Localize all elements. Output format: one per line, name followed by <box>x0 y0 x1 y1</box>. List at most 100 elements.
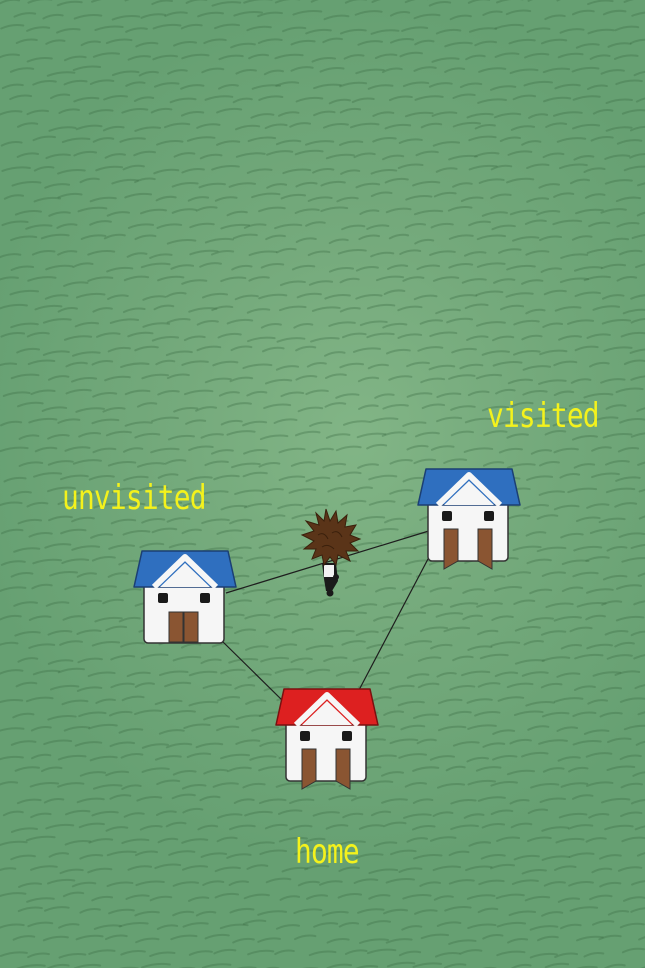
grass-stroke <box>482 461 505 467</box>
grass-stroke <box>157 501 183 507</box>
grass-stroke <box>383 602 409 608</box>
grass-stroke <box>197 11 225 18</box>
grass-stroke <box>242 471 268 478</box>
grass-stroke <box>553 447 579 454</box>
grass-stroke <box>587 699 609 705</box>
grass-stroke <box>186 752 212 759</box>
grass-stroke <box>164 11 188 17</box>
grass-stroke <box>257 910 288 916</box>
grass-stroke <box>368 868 399 875</box>
grass-stroke <box>452 121 481 128</box>
grass-stroke <box>509 68 539 75</box>
grass-stroke <box>499 136 521 143</box>
grass-stroke <box>0 892 27 898</box>
grass-stroke <box>496 0 524 4</box>
grass-stroke <box>220 504 248 511</box>
grass-stroke <box>429 250 456 256</box>
grass-stroke <box>26 331 50 338</box>
grass-stroke <box>169 97 197 104</box>
grass-stroke <box>30 389 56 396</box>
grass-stroke <box>357 515 386 522</box>
grass-stroke <box>476 234 507 241</box>
grass-stroke <box>258 206 286 213</box>
grass-stroke <box>25 835 56 842</box>
grass-stroke <box>10 740 37 746</box>
grass-stroke <box>0 698 24 704</box>
grass-stroke <box>459 949 483 955</box>
grass-stroke <box>511 879 539 885</box>
grass-stroke <box>27 952 50 959</box>
grass-stroke <box>195 910 217 917</box>
grass-stroke <box>572 711 597 718</box>
grass-stroke <box>79 177 100 184</box>
grass-stroke <box>9 94 33 101</box>
grass-stroke <box>92 137 115 143</box>
grass-stroke <box>91 418 120 425</box>
grass-stroke <box>251 726 280 732</box>
grass-stroke <box>228 880 249 886</box>
grass-stroke <box>572 571 599 578</box>
grass-stroke <box>151 416 179 423</box>
grass-stroke <box>58 108 80 114</box>
grass-stroke <box>235 739 261 745</box>
grass-stroke <box>632 771 645 777</box>
grass-stroke <box>9 67 35 73</box>
grass-stroke <box>228 658 259 664</box>
grass-stroke <box>444 67 466 73</box>
grass-stroke <box>367 754 397 761</box>
grass-stroke <box>311 306 341 312</box>
grass-stroke <box>0 951 28 957</box>
grass-stroke <box>583 392 614 399</box>
grass-stroke <box>354 10 383 16</box>
grass-stroke <box>524 52 550 59</box>
grass-stroke <box>47 460 74 466</box>
grass-stroke <box>107 294 129 300</box>
grass-stroke <box>618 249 643 256</box>
grass-stroke <box>542 767 565 773</box>
grass-stroke <box>242 420 268 427</box>
grass-stroke <box>583 167 606 174</box>
grass-stroke <box>26 26 51 32</box>
grass-stroke <box>382 404 409 410</box>
grass-stroke <box>203 768 228 775</box>
grass-stroke <box>49 684 80 691</box>
grass-stroke <box>45 39 66 45</box>
grass-stroke <box>181 360 209 366</box>
grass-stroke <box>621 109 645 115</box>
grass-stroke <box>220 668 246 675</box>
grass-stroke <box>491 224 516 231</box>
house-visited[interactable] <box>414 461 524 571</box>
player-character[interactable] <box>292 505 372 600</box>
grass-stroke <box>571 435 598 441</box>
house-home[interactable] <box>272 681 382 791</box>
grass-stroke <box>47 659 74 665</box>
grass-stroke <box>616 276 638 282</box>
grass-stroke <box>182 922 209 928</box>
grass-stroke <box>63 726 91 732</box>
grass-stroke <box>452 655 474 662</box>
grass-stroke <box>273 557 300 564</box>
grass-stroke <box>92 392 118 398</box>
grass-stroke <box>109 318 140 324</box>
grass-stroke <box>353 878 379 885</box>
grass-stroke <box>280 193 307 200</box>
grass-stroke <box>71 516 95 523</box>
grass-stroke <box>188 950 213 956</box>
grass-stroke <box>45 153 71 160</box>
grass-stroke <box>634 825 645 831</box>
grass-stroke <box>76 629 102 635</box>
grass-stroke <box>620 782 643 789</box>
house-unvisited[interactable] <box>130 543 240 653</box>
grass-stroke <box>91 0 102 3</box>
grass-stroke <box>200 433 224 439</box>
grass-stroke <box>141 743 169 749</box>
grass-stroke <box>450 405 476 411</box>
grass-stroke <box>243 502 272 509</box>
grass-stroke <box>248 276 270 282</box>
grass-stroke <box>196 345 222 352</box>
grass-stroke <box>309 421 333 427</box>
grass-stroke <box>242 588 271 595</box>
grass-stroke <box>226 318 254 325</box>
grass-stroke <box>436 921 462 927</box>
